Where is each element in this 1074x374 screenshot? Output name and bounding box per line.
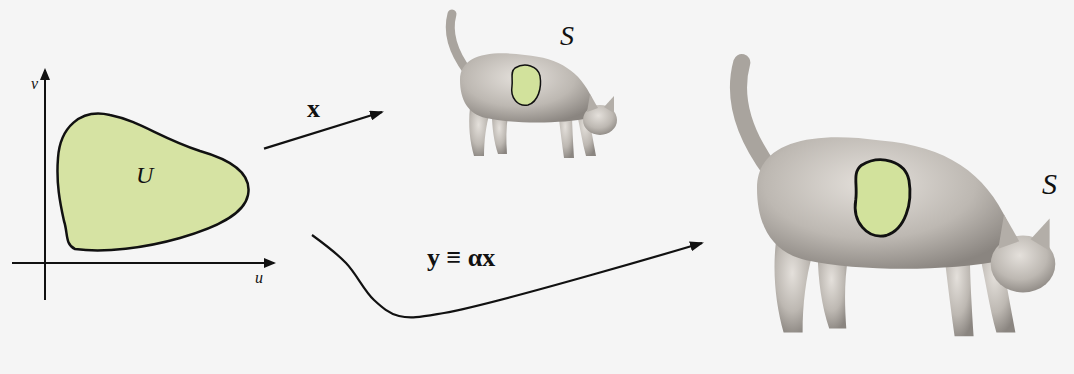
map-name: x bbox=[305, 96, 322, 122]
map-name: y ≡ αx bbox=[425, 245, 497, 271]
u-axis bbox=[12, 262, 274, 264]
region-name: S bbox=[560, 22, 574, 50]
parameter-domain: U bbox=[50, 103, 254, 255]
cat-surface-large bbox=[738, 63, 1055, 337]
surface: S bbox=[705, 45, 1067, 367]
surface: S bbox=[385, 8, 630, 165]
domain-region bbox=[57, 114, 248, 251]
v-axis bbox=[44, 70, 46, 300]
mapping-arrow bbox=[312, 235, 702, 317]
region-name: U bbox=[136, 163, 153, 187]
region-name: S bbox=[1042, 169, 1057, 199]
axis-label: v bbox=[31, 76, 38, 92]
mapping-arrow bbox=[264, 112, 382, 149]
axis-label: u bbox=[255, 270, 263, 286]
cat-surface-small bbox=[450, 14, 617, 158]
